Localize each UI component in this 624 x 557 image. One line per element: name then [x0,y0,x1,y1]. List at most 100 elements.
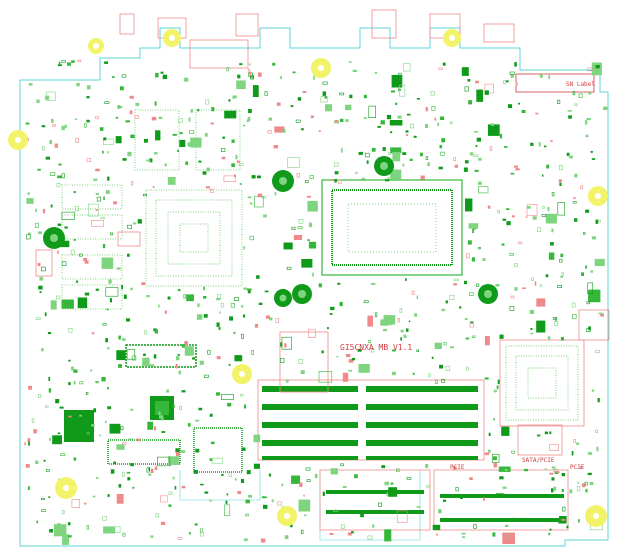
smd-part [108,279,112,284]
smd-part [105,420,107,424]
smd-part [84,502,87,505]
smd-part [308,222,312,228]
smd-part [454,164,458,168]
smd-part [49,438,51,441]
smd-part [37,168,41,171]
smd-part [268,473,272,477]
smd-part [95,380,99,384]
smd-part [28,83,33,86]
smd-part [102,244,106,249]
smd-part [84,260,89,264]
smd-part [172,476,175,480]
smd-part [465,198,473,212]
smd-part [536,320,546,333]
smd-part [595,219,599,224]
smd-part [534,281,537,286]
smd-part [225,500,228,504]
smd-part [54,143,58,148]
smd-part [178,118,183,123]
smd-part [48,496,51,498]
smd-part [95,477,99,479]
smd-part [252,85,259,97]
smd-part [363,300,369,303]
smd-part [453,157,457,162]
smd-part [377,126,381,128]
smd-part [178,370,181,375]
smd-part [450,121,453,125]
smd-part [568,155,573,159]
smd-part [267,129,272,134]
smd-part [118,335,121,340]
smd-part [61,299,74,309]
smd-part [455,487,459,492]
smd-part [92,495,96,498]
smd-part [566,525,569,529]
smd-part [185,161,189,165]
sata-pcie-label: SATA/PCIE [522,457,555,464]
smd-part [498,466,511,472]
smd-part [510,295,515,299]
smd-part [595,65,600,69]
smd-part [552,468,558,472]
smd-part [290,105,294,107]
smd-part [388,152,392,155]
smd-part [122,158,127,161]
smd-part [561,519,566,521]
smd-part [504,146,508,148]
smd-part [600,313,604,317]
smd-part [384,529,392,542]
smd-part [484,452,489,456]
smd-part [48,376,51,381]
smd-part [264,91,268,96]
smd-part [318,283,322,288]
smd-part [406,328,409,332]
smd-part [363,117,367,119]
smd-part [143,193,148,197]
smd-part [587,452,593,455]
smd-part [416,98,421,100]
smd-part [348,369,353,372]
smd-part [197,108,200,112]
smd-part [41,348,44,352]
smd-part [181,390,186,393]
smd-part [372,524,375,528]
smd-part [101,377,106,382]
smd-part [526,206,531,209]
smd-part [157,456,171,467]
smd-part [463,167,468,172]
smd-part [532,216,537,220]
sn-label-text: SN Label [566,81,595,88]
smd-part [368,340,371,343]
smd-part [158,411,161,415]
smd-part [530,332,534,335]
smd-part [286,379,289,383]
smd-part [183,294,186,299]
smd-part [127,224,132,229]
smd-part [465,337,470,340]
smd-part [412,372,415,375]
smd-part [207,349,211,355]
smd-part [36,99,40,103]
smd-part [449,294,455,301]
smd-part [116,267,121,270]
smd-part [541,206,545,209]
smd-part [434,117,437,121]
smd-part [390,482,394,485]
smd-part [339,301,343,307]
smd-part [211,441,215,445]
smd-part [303,494,305,497]
smd-part [329,313,333,315]
smd-part [580,185,584,189]
smd-part [554,321,559,326]
smd-part [431,106,436,111]
smd-part [428,373,431,378]
smd-part [221,473,224,476]
smd-part [536,298,546,307]
smd-part [392,349,396,352]
smd-part [263,214,267,218]
smd-part [351,357,356,361]
smd-part [465,160,469,164]
smd-part [58,163,62,166]
smd-part [248,109,252,114]
smd-part [440,151,445,156]
